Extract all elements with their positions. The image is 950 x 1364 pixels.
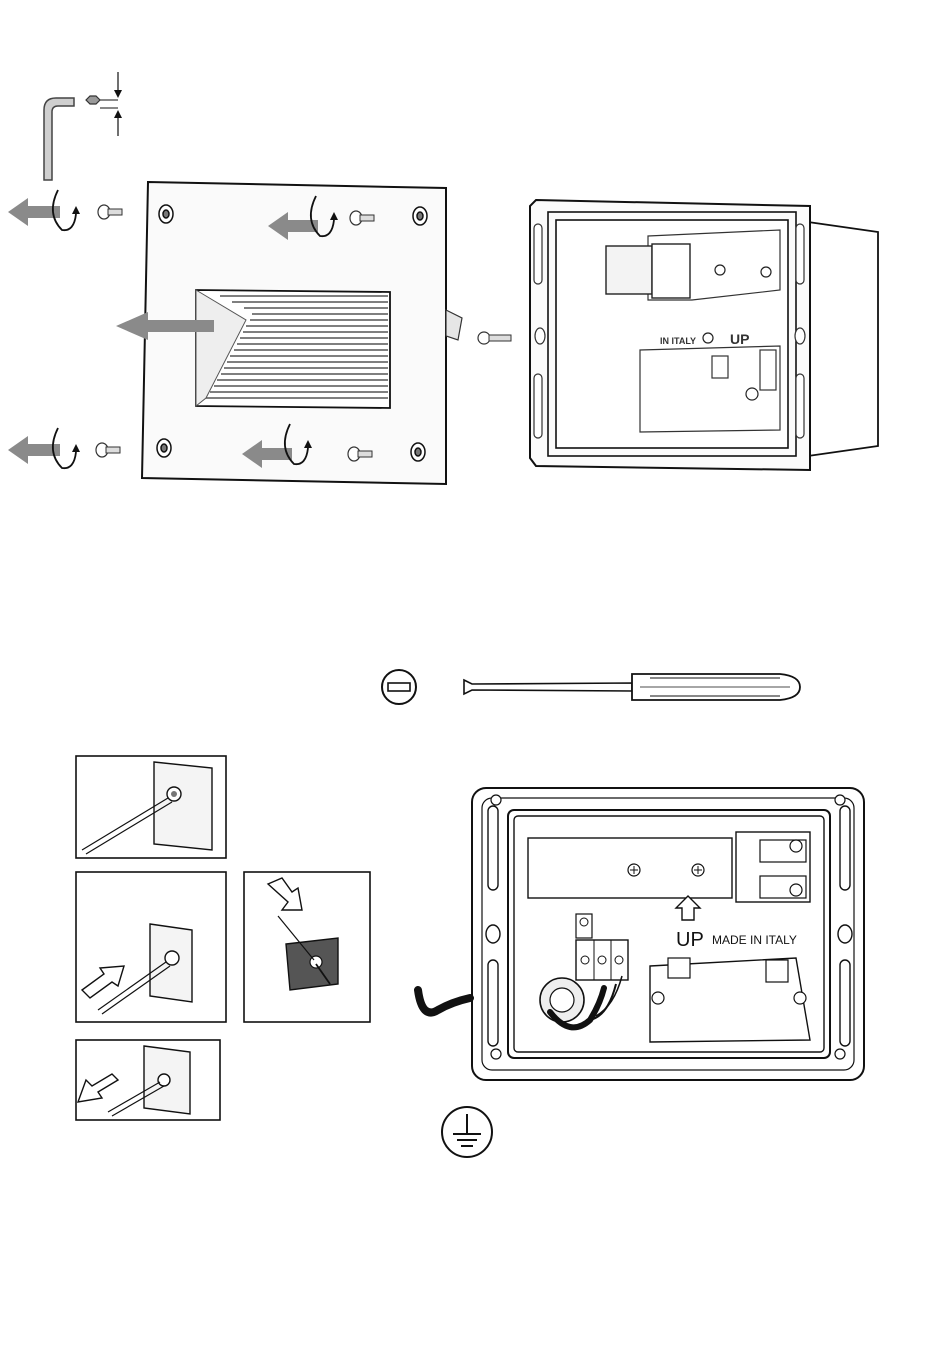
housing-marking-suffix: IN ITALY <box>660 336 696 346</box>
wiring-diagram: UP MADE IN ITALY <box>400 780 880 1170</box>
marking-up: UP <box>676 929 704 951</box>
flat-screwdriver-symbol-icon <box>382 670 416 704</box>
unscrew-arrow-icon <box>8 428 80 468</box>
screw-icon <box>478 332 511 344</box>
marking-made-in-italy: MADE IN ITALY <box>712 933 797 947</box>
step-panel-4 <box>76 1040 220 1120</box>
power-cable <box>418 990 470 1013</box>
earth-ground-icon <box>442 1107 492 1157</box>
screwdriver-icon <box>464 674 800 700</box>
unscrew-arrow-icon <box>8 190 80 230</box>
screwdriver-row <box>0 650 950 720</box>
step-panel-3 <box>244 872 370 1022</box>
housing-perspective: UP IN ITALY <box>530 200 878 470</box>
gland-steps <box>0 740 460 1140</box>
housing-marking: UP <box>730 331 749 347</box>
housing-front: UP MADE IN ITALY <box>472 788 864 1080</box>
step-panel-1 <box>76 756 226 858</box>
step-panel-2 <box>76 872 226 1022</box>
screw-icon <box>96 443 120 457</box>
hex-key-icon <box>44 72 122 180</box>
screw-icon <box>98 205 122 219</box>
grille-removal-diagram: UP IN ITALY <box>0 0 950 520</box>
